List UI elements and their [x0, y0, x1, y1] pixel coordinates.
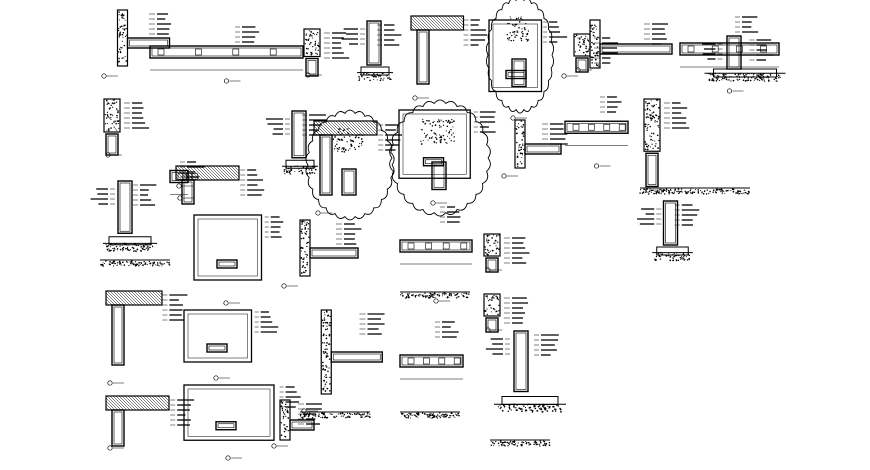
detail-drawing [573, 33, 619, 73]
revision-cloud [485, 0, 555, 114]
ground-lines [100, 187, 750, 447]
detail-drawing [183, 384, 301, 461]
detail-drawing [149, 26, 304, 84]
detail-drawing [399, 321, 464, 419]
detail-drawing [702, 35, 786, 82]
detail-drawing [103, 98, 150, 158]
detail-drawing [483, 233, 530, 273]
detail-drawing [303, 28, 350, 78]
detail-drawing [483, 293, 529, 333]
detail-drawing [301, 309, 385, 414]
detail-drawing [561, 19, 673, 79]
detail-drawing [485, 330, 566, 413]
detail-drawing [105, 395, 195, 451]
detail-drawing [105, 290, 188, 386]
revision-cloud [305, 109, 395, 221]
detail-drawing [90, 180, 157, 253]
revision-cloud [389, 99, 491, 217]
detail-drawing [271, 399, 323, 449]
detail-drawing [265, 110, 327, 175]
detail-drawing [399, 206, 473, 304]
detail-drawing [281, 219, 362, 289]
detail-drawing [410, 15, 488, 101]
detail-drawing [193, 214, 284, 306]
detail-drawing [488, 19, 568, 121]
detail-drawing [341, 20, 402, 82]
detail-drawing [101, 9, 172, 79]
detail-drawing [183, 309, 279, 381]
detail-drawing [501, 119, 568, 179]
detail-drawing [313, 120, 403, 216]
detail-drawing [643, 98, 690, 193]
detail-drawing [169, 161, 205, 195]
detail-drawing [637, 200, 700, 262]
detail-drawing [564, 96, 629, 169]
